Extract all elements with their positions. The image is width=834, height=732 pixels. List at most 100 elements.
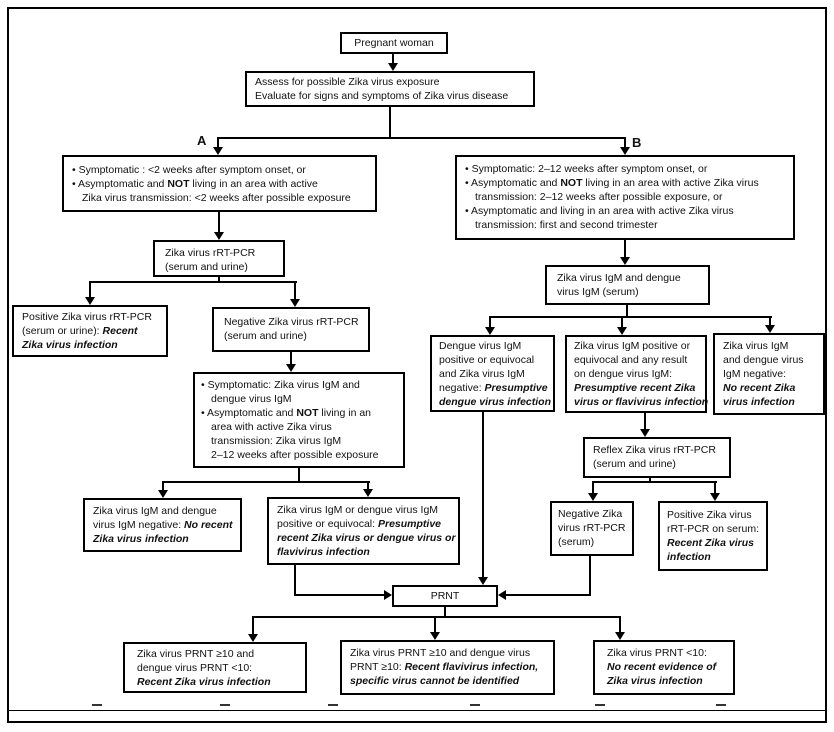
node-branch-a-criteria: • Symptomatic : <2 weeks after symptom o… <box>62 155 377 212</box>
footnote-mark <box>595 704 605 706</box>
footnote-rule <box>9 710 826 711</box>
connector-line <box>592 481 717 483</box>
bullet-item: • Asymptomatic and NOT living in an area… <box>201 406 397 462</box>
bullet-text: Symptomatic : <2 weeks after symptom ons… <box>78 164 306 176</box>
node-positive-rrt-pcr: Positive Zika virus rRT-PCR (serum or ur… <box>12 305 168 357</box>
node-outcome-text: No recent evidence of Zika virus infecti… <box>607 661 717 687</box>
arrowhead-down-icon <box>214 232 224 240</box>
connector-line <box>89 283 91 298</box>
node-negative-rrt-pcr-serum: Negative Zika virus rRT-PCR (serum) <box>550 501 634 556</box>
node-outcome-text: Recent Zika virus infection <box>137 676 271 688</box>
node-text: Zika virus PRNT ≥10 and dengue virus PRN… <box>137 648 255 674</box>
bullet-text: Asymptomatic and <box>207 407 297 419</box>
connector-line <box>626 303 628 318</box>
connector-line <box>217 137 626 139</box>
connector-line <box>624 238 626 258</box>
node-text: Negative Zika virus rRT-PCR (serum) <box>558 508 626 548</box>
node-text: Negative Zika virus rRT-PCR (serum and u… <box>224 316 359 342</box>
node-outcome-text: Presumptive dengue virus infection <box>439 382 552 408</box>
node-branch-b-criteria: • Symptomatic: 2–12 weeks after symptom … <box>455 155 795 240</box>
node-text: Reflex Zika virus rRT-PCR (serum and uri… <box>593 444 716 470</box>
bullet-marker: • <box>465 163 472 175</box>
connector-line <box>162 481 370 483</box>
bullet-item: • Asymptomatic and NOT living in an area… <box>72 177 367 205</box>
node-text: Positive Zika virus rRT-PCR on serum: <box>667 509 759 535</box>
node-igm-negative: Zika virus IgM and dengue virus IgM nega… <box>83 498 242 552</box>
connector-line <box>367 483 369 490</box>
connector-line <box>294 594 384 596</box>
connector-line <box>592 483 594 494</box>
connector-line <box>218 277 220 283</box>
node-prnt-flavivirus: Zika virus PRNT ≥10 and dengue virus PRN… <box>340 640 555 695</box>
bullet-text: Symptomatic: Zika virus IgM and dengue v… <box>207 379 360 405</box>
connector-line <box>506 594 591 596</box>
node-text: Zika virus IgM or dengue virus IgM posit… <box>277 504 439 530</box>
connector-line <box>444 605 446 618</box>
node-text: Zika virus IgM and dengue virus IgM nega… <box>723 340 804 380</box>
footnote-mark <box>716 704 726 706</box>
node-outcome-text: Recent Zika virus infection <box>22 325 138 351</box>
node-outcome-text: Presumptive recent Zika virus or flavivi… <box>574 382 709 408</box>
bullet-text: living in an area with active Zika virus… <box>82 178 351 204</box>
connector-line <box>389 107 391 138</box>
connector-line <box>489 316 772 318</box>
bullet-marker: • <box>465 205 472 217</box>
footnote-mark <box>92 704 102 706</box>
node-zika-rrt-pcr: Zika virus rRT-PCR (serum and urine) <box>153 240 285 277</box>
arrowhead-left-icon <box>498 590 506 600</box>
arrowhead-down-icon <box>485 327 495 335</box>
node-text: Zika virus IgM and dengue virus IgM nega… <box>93 505 217 531</box>
node-negative-rrt-pcr: Negative Zika virus rRT-PCR (serum and u… <box>212 307 370 352</box>
node-prnt: PRNT <box>392 585 498 607</box>
node-text: Zika virus PRNT ≥10 and dengue virus PRN… <box>350 647 531 673</box>
connector-line <box>434 618 436 633</box>
bullet-marker: • <box>72 164 79 176</box>
connector-line <box>714 483 716 494</box>
bullet-marker: • <box>72 178 79 190</box>
bullet-text: Symptomatic: 2–12 weeks after symptom on… <box>471 163 708 175</box>
arrowhead-down-icon <box>290 299 300 307</box>
node-text: Zika virus PRNT <10: <box>607 647 707 659</box>
node-igm-positive: Zika virus IgM or dengue virus IgM posit… <box>267 497 460 565</box>
node-positive-rrt-pcr-serum: Positive Zika virus rRT-PCR on serum: Re… <box>658 501 768 571</box>
node-outcome-text: No recent Zika virus infection <box>723 382 796 408</box>
connector-line <box>392 53 394 64</box>
node-assess-exposure: Assess for possible Zika virus exposure … <box>245 71 535 107</box>
node-outcome-text: Presumptive recent Zika virus or dengue … <box>277 518 456 558</box>
branch-label-a: A <box>197 133 207 148</box>
node-dengue-igm-positive: Dengue virus IgM positive or equivocal a… <box>430 335 555 412</box>
arrowhead-down-icon <box>615 632 625 640</box>
node-text: Zika virus IgM and dengue virus IgM (ser… <box>557 272 681 298</box>
connector-line <box>589 554 591 596</box>
connector-line <box>217 139 219 149</box>
footnote-mark <box>220 704 230 706</box>
branch-label-b: B <box>632 135 642 150</box>
node-igm-dengue-serum: Zika virus IgM and dengue virus IgM (ser… <box>545 265 710 305</box>
arrowhead-down-icon <box>478 577 488 585</box>
bullet-item: • Symptomatic: Zika virus IgM and dengue… <box>201 378 397 406</box>
bullet-item: • Asymptomatic and living in an area wit… <box>465 204 785 232</box>
connector-line <box>482 410 484 578</box>
bullet-text: Asymptomatic and <box>78 178 168 190</box>
node-igm-testing-criteria: • Symptomatic: Zika virus IgM and dengue… <box>193 372 405 468</box>
bullet-text: Asymptomatic and living in an area with … <box>471 205 734 231</box>
footnote-mark <box>470 704 480 706</box>
bullet-marker: • <box>201 407 208 419</box>
bullet-text: Asymptomatic and <box>471 177 561 189</box>
node-text: Zika virus IgM positive or equivocal and… <box>574 340 691 380</box>
node-text: Zika virus rRT-PCR (serum and urine) <box>165 247 256 273</box>
node-text: Assess for possible Zika virus exposure … <box>255 76 509 102</box>
connector-line <box>294 563 296 596</box>
arrowhead-right-icon <box>384 590 392 600</box>
connector-line <box>89 281 297 283</box>
arrowhead-down-icon <box>620 147 630 155</box>
node-text: Pregnant woman <box>354 37 434 49</box>
footnote-mark <box>328 704 338 706</box>
arrowhead-down-icon <box>588 493 598 501</box>
bullet-text-bold: NOT <box>296 407 319 419</box>
connector-line <box>294 283 296 300</box>
bullet-item: • Symptomatic : <2 weeks after symptom o… <box>72 163 367 177</box>
bullet-marker: • <box>465 177 472 189</box>
arrowhead-down-icon <box>85 297 95 305</box>
